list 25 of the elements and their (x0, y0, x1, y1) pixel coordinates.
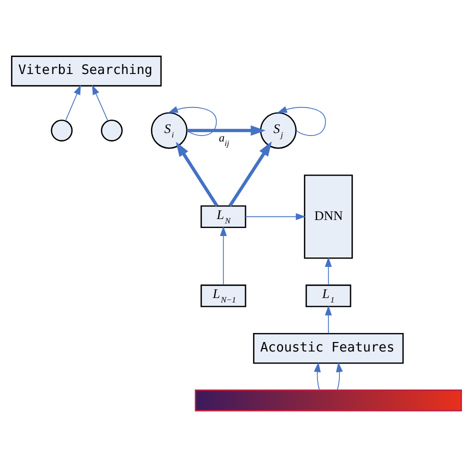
node-circle: S$_{i}$ (150, 112, 188, 148)
arrow (228, 140, 272, 206)
edge-label: a$_{ij}$ (218, 132, 230, 148)
node-box: L$_{N}$ (200, 204, 246, 228)
node-box: L$_{1}$ (306, 284, 352, 307)
arrow (245, 212, 306, 220)
arrow (324, 256, 332, 285)
arrow (65, 84, 81, 121)
arrow (220, 226, 227, 285)
node-box: DNN (304, 174, 353, 258)
arrow (324, 305, 332, 334)
node-box: Viterbi Searching (11, 55, 162, 86)
arrow (176, 141, 218, 206)
node-box: L$_{N−1}$ (200, 284, 246, 307)
node-circle (50, 119, 73, 141)
arrow (314, 362, 321, 390)
node-picture (194, 389, 462, 411)
arrow (277, 106, 326, 136)
node-box: Acoustic Features (253, 332, 404, 364)
arrow (187, 124, 266, 136)
arrow (92, 84, 108, 121)
node-circle (100, 119, 123, 141)
node-circle: S$_{j}$ (260, 112, 297, 148)
arrow (336, 362, 343, 390)
arrow (168, 106, 217, 136)
